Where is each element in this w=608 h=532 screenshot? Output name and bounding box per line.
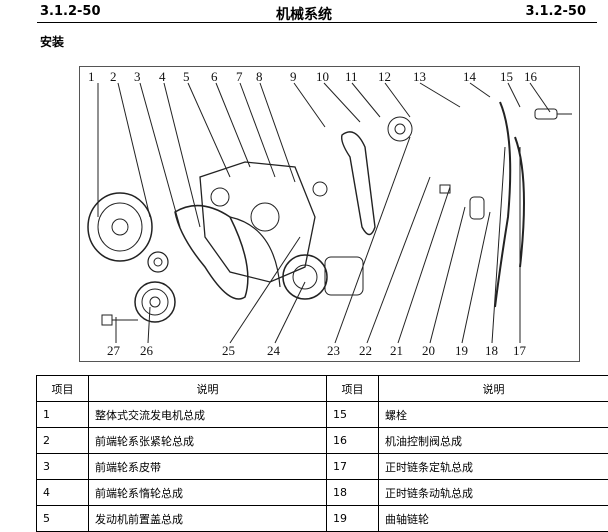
callout-label: 20 [422, 343, 435, 358]
item-description: 前端轮系张紧轮总成 [89, 428, 327, 454]
item-number: 5 [37, 506, 89, 532]
item-number: 16 [327, 428, 379, 454]
item-description: 机油控制阀总成 [379, 428, 608, 454]
callout-label: 15 [500, 69, 513, 84]
item-description: 正时链条定轨总成 [379, 454, 608, 480]
item-number: 4 [37, 480, 89, 506]
callout-label: 23 [327, 343, 340, 358]
item-description: 曲轴链轮 [379, 506, 608, 532]
callout-label: 16 [524, 69, 538, 84]
callout-label: 13 [413, 69, 426, 84]
callout-label: 18 [485, 343, 498, 358]
section-title: 安装 [40, 33, 64, 50]
section-code-right: 3.1.2-50 [526, 4, 587, 19]
callout-label: 14 [463, 69, 477, 84]
callout-label: 1 [88, 69, 95, 84]
column-header-description: 说明 [379, 376, 608, 402]
column-header-description: 说明 [89, 376, 327, 402]
callout-label: 24 [267, 343, 281, 358]
callout-label: 11 [345, 69, 358, 84]
exploded-view-figure: 1 2 3 4 5 6 7 8 9 10 11 12 13 14 15 16 2… [79, 66, 580, 362]
table-row: 4 前端轮系惰轮总成 18 正时链条动轨总成 [37, 480, 608, 506]
item-number: 19 [327, 506, 379, 532]
table-row: 3 前端轮系皮带 17 正时链条定轨总成 [37, 454, 608, 480]
item-description: 发动机前置盖总成 [89, 506, 327, 532]
callout-label: 4 [159, 69, 166, 84]
page-title: 机械系统 [0, 4, 608, 24]
callout-label: 17 [513, 343, 527, 358]
callout-label: 12 [378, 69, 391, 84]
page-header: 3.1.2-50 机械系统 3.1.2-50 [0, 4, 608, 24]
item-number: 3 [37, 454, 89, 480]
callout-label: 21 [390, 343, 403, 358]
callout-label: 19 [455, 343, 468, 358]
column-header-item: 项目 [327, 376, 379, 402]
header-divider [37, 22, 597, 23]
item-number: 15 [327, 402, 379, 428]
callout-label: 2 [110, 69, 117, 84]
callout-label: 6 [211, 69, 218, 84]
item-number: 1 [37, 402, 89, 428]
callout-label: 25 [222, 343, 235, 358]
callout-label: 8 [256, 69, 263, 84]
item-description: 前端轮系皮带 [89, 454, 327, 480]
item-description: 整体式交流发电机总成 [89, 402, 327, 428]
item-description: 螺栓 [379, 402, 608, 428]
table-row: 2 前端轮系张紧轮总成 16 机油控制阀总成 [37, 428, 608, 454]
column-header-item: 项目 [37, 376, 89, 402]
exploded-view-drawing: 1 2 3 4 5 6 7 8 9 10 11 12 13 14 15 16 2… [80, 67, 581, 363]
callout-label: 3 [134, 69, 141, 84]
table-row: 1 整体式交流发电机总成 15 螺栓 [37, 402, 608, 428]
item-number: 18 [327, 480, 379, 506]
callout-label: 26 [140, 343, 154, 358]
callout-label: 7 [236, 69, 243, 84]
item-number: 2 [37, 428, 89, 454]
item-number: 17 [327, 454, 379, 480]
parts-table: 项目 说明 项目 说明 1 整体式交流发电机总成 15 螺栓 2 前端轮系张紧轮… [36, 375, 608, 532]
table-header-row: 项目 说明 项目 说明 [37, 376, 608, 402]
table-row: 5 发动机前置盖总成 19 曲轴链轮 [37, 506, 608, 532]
callout-label: 10 [316, 69, 329, 84]
callout-label: 5 [183, 69, 190, 84]
callout-label: 9 [290, 69, 297, 84]
callout-label: 22 [359, 343, 372, 358]
callout-label: 27 [107, 343, 121, 358]
item-description: 正时链条动轨总成 [379, 480, 608, 506]
item-description: 前端轮系惰轮总成 [89, 480, 327, 506]
